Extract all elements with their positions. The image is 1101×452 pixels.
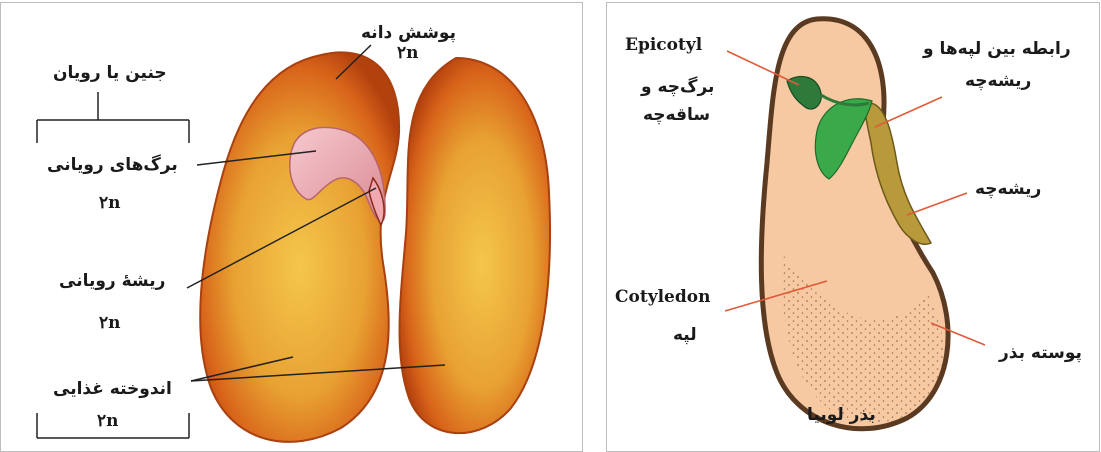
hypocotyl-label-1: رابطه بین لپه‌ها و (923, 39, 1071, 59)
seed-coat-label: پوسته بذر (999, 343, 1082, 363)
epicotyl-en-label: Epicotyl (625, 35, 702, 55)
radicle-label: ریشهٔ رویانی (59, 271, 165, 291)
radicle-ploidy: ۲n (99, 313, 121, 333)
food-reserve-ploidy: ۲n (97, 411, 119, 431)
radicle-label: ریشه‌چه (975, 179, 1041, 199)
left-panel: جنین یا رویان پوشش دانه ۲n برگ‌های رویان… (0, 2, 583, 452)
seed-title: بذر لوبیا (807, 405, 876, 425)
left-cotyledon-shape (200, 52, 399, 441)
embryonic-leaves-ploidy: ۲n (99, 193, 121, 213)
seed-coat-label: پوشش دانه (361, 23, 456, 43)
cotyledon-en-label: Cotyledon (615, 287, 710, 307)
right-panel: Epicotyl برگ‌چه و ساقه‌چه رابطه بین لپه‌… (606, 2, 1100, 452)
food-reserve-label: اندوخته غذایی (53, 379, 172, 399)
cotyledon-fa-label: لپه (673, 325, 697, 345)
hypocotyl-label-2: ریشه‌چه (965, 71, 1031, 91)
epicotyl-fa-label-1: برگ‌چه و (641, 77, 714, 97)
epicotyl-fa-label-2: ساقه‌چه (643, 105, 710, 125)
seed-coat-ploidy: ۲n (397, 43, 419, 63)
right-cotyledon-shape (400, 58, 550, 433)
embryo-bracket (37, 92, 189, 143)
embryonic-leaves-label: برگ‌های رویانی (47, 155, 178, 175)
embryo-group-label: جنین یا رویان (53, 63, 167, 83)
